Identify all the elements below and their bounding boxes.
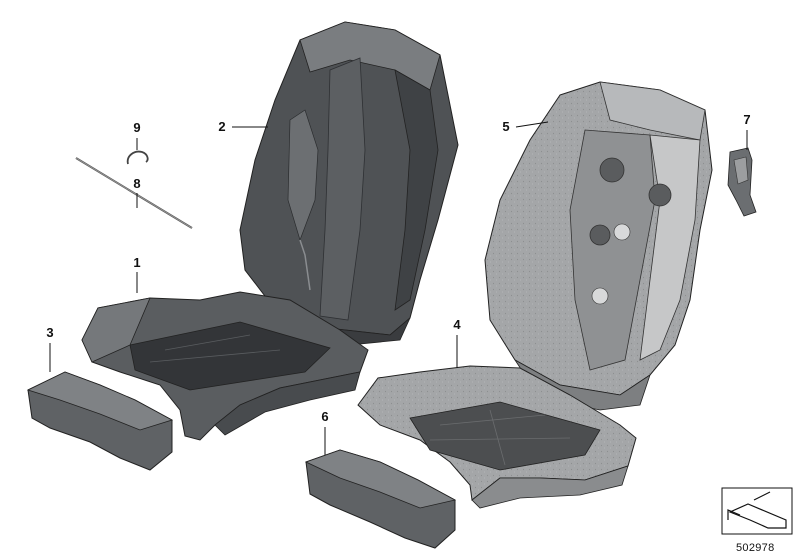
callout-label-6[interactable]: 6 [321,409,329,424]
callout-label-4[interactable]: 4 [453,317,461,332]
callout-label-7[interactable]: 7 [743,112,751,127]
seat-foam-part[interactable] [357,365,637,509]
reference-symbol [721,487,793,535]
bracket-part[interactable] [727,147,757,217]
leader-lines [49,121,748,455]
reference-number: 502978 [736,542,775,554]
backrest-foam-part[interactable] [484,81,713,411]
seat-cover-part[interactable] [81,291,369,441]
wire-part[interactable] [75,157,193,229]
callout-label-1[interactable]: 1 [133,255,141,270]
seat-extension-left-part[interactable] [26,371,174,471]
callout-label-9[interactable]: 9 [133,120,141,135]
leader-line-5 [515,121,549,128]
seat-extension-right-part[interactable] [304,449,457,549]
clip-part[interactable] [126,150,149,165]
backrest-cover-part[interactable] [239,21,459,346]
callout-label-8[interactable]: 8 [133,176,141,191]
callout-label-5[interactable]: 5 [502,119,510,134]
callout-label-3[interactable]: 3 [46,325,54,340]
callout-label-2[interactable]: 2 [218,119,226,134]
